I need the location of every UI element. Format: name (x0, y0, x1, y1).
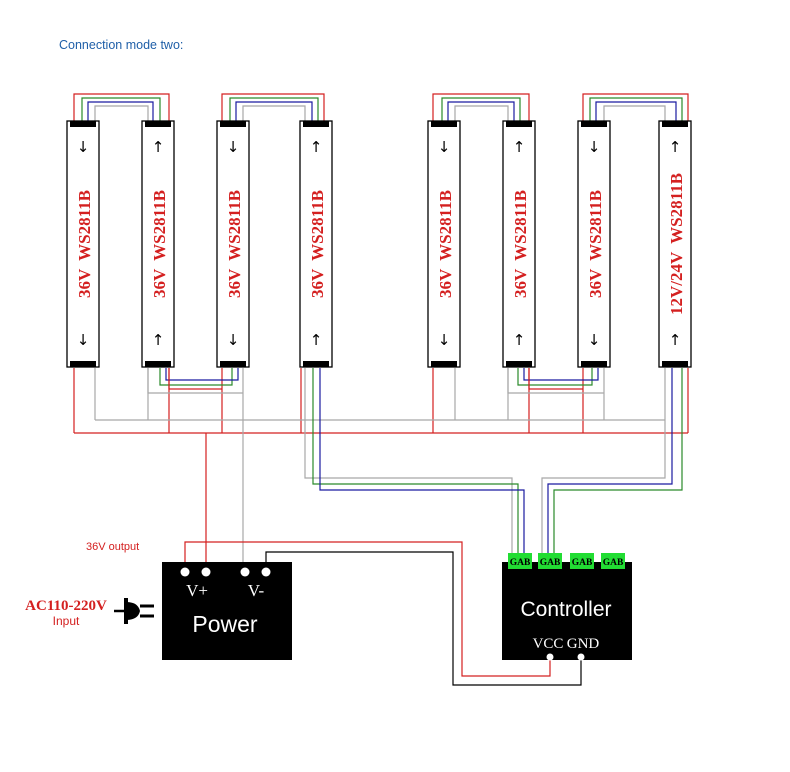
strip-label: 36V WS2811B (308, 190, 327, 298)
strip-5: ↓ ↓ 36V WS2811B (427, 120, 461, 368)
strip-arrow-top: ↓ (227, 138, 240, 156)
plug-icon (114, 598, 154, 624)
vplus-label: V+ (186, 581, 208, 600)
strip-8: ↑ ↑ 12V/24V WS2811B (658, 120, 692, 368)
svg-text:GAB: GAB (603, 558, 624, 568)
controller-port-3: GAB (570, 553, 594, 569)
strip-arrow-bottom: ↑ (513, 331, 526, 349)
strip-arrow-bottom: ↓ (588, 331, 601, 349)
vplus-terminal-2 (201, 567, 211, 577)
svg-text:GAB: GAB (540, 558, 561, 568)
vminus-terminal-2 (261, 567, 271, 577)
strip-arrow-top: ↑ (669, 138, 682, 156)
controller-port-1: GAB (508, 553, 532, 569)
vminus-terminal-1 (240, 567, 250, 577)
vcc-label: VCC (533, 636, 564, 652)
power-supply: V+ V- Power (162, 562, 292, 660)
strip-label: 36V WS2811B (150, 190, 169, 298)
gnd-terminal (577, 653, 585, 661)
controller-port-2: GAB (538, 553, 562, 569)
strip-label: 36V WS2811B (436, 190, 455, 298)
strip-arrow-top: ↑ (152, 138, 165, 156)
strip-2: ↑ ↑ 36V WS2811B (141, 120, 175, 368)
strip-label: 36V WS2811B (511, 190, 530, 298)
vminus-label: V- (248, 581, 265, 600)
strip-arrow-top: ↑ (513, 138, 526, 156)
strip-arrow-bottom: ↓ (227, 331, 240, 349)
strip-arrow-bottom: ↓ (77, 331, 90, 349)
diagram-title: Connection mode two: (59, 38, 183, 52)
bus-wires (73, 368, 689, 686)
svg-text:GAB: GAB (510, 558, 531, 568)
strip-arrow-bottom: ↑ (310, 331, 323, 349)
strip-arrow-top: ↓ (438, 138, 451, 156)
ac-input-label: AC110-220V (25, 598, 107, 614)
vcc-terminal (546, 653, 554, 661)
controller-port-4: GAB (601, 553, 625, 569)
input-label: Input (53, 614, 80, 628)
strip-1: ↓ ↓ 36V WS2811B (66, 120, 100, 368)
gnd-label: GND (567, 636, 600, 652)
strip-7: ↓ ↓ 36V WS2811B (577, 120, 611, 368)
strip-label: 36V WS2811B (586, 190, 605, 298)
power-title: Power (192, 611, 258, 637)
strip-arrow-top: ↓ (588, 138, 601, 156)
top-jumpers (73, 93, 689, 122)
strip-arrow-bottom: ↑ (152, 331, 165, 349)
strip-label: 36V WS2811B (75, 190, 94, 298)
svg-text:GAB: GAB (572, 558, 593, 568)
strip-6: ↑ ↑ 36V WS2811B (502, 120, 536, 368)
strip-arrow-bottom: ↓ (438, 331, 451, 349)
strip-arrow-bottom: ↑ (669, 331, 682, 349)
controller-title: Controller (520, 598, 611, 621)
strip-label: 12V/24V WS2811B (667, 173, 686, 315)
output-label: 36V output (86, 541, 139, 553)
strip-arrow-top: ↑ (310, 138, 323, 156)
controller: GAB GAB GAB GAB Controller VCC GND (502, 553, 632, 661)
strip-4: ↑ ↑ 36V WS2811B (299, 120, 333, 368)
vplus-terminal-1 (180, 567, 190, 577)
strip-arrow-top: ↓ (77, 138, 90, 156)
strip-label: 36V WS2811B (225, 190, 244, 298)
strip-3: ↓ ↓ 36V WS2811B (216, 120, 250, 368)
